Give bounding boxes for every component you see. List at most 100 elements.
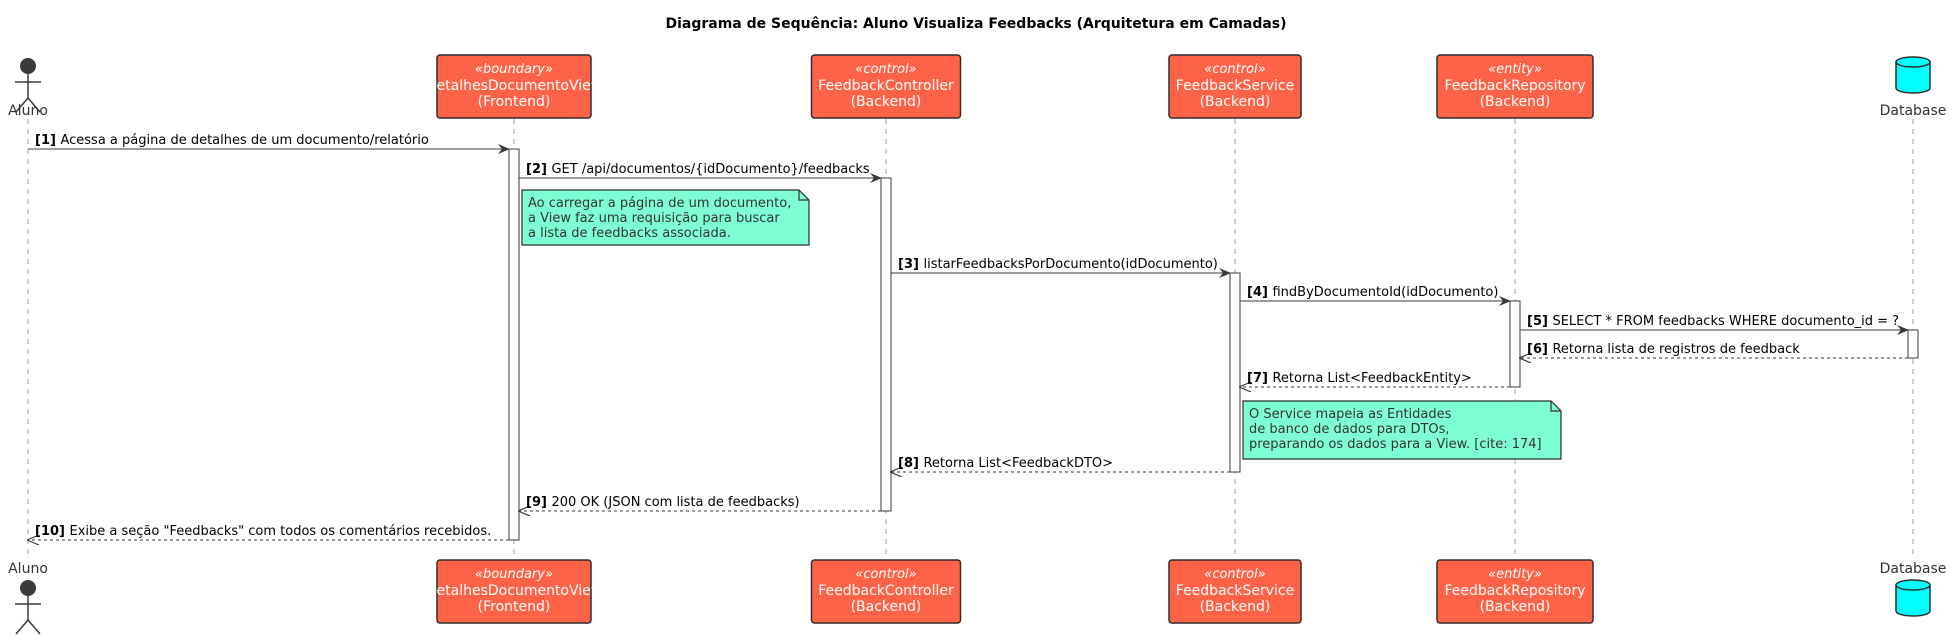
message-label: [9] 200 OK (JSON com lista de feedbacks) [526, 495, 800, 510]
activation-bar-database [1907, 329, 1919, 359]
participant-controller-top: «control»FeedbackController(Backend) [810, 54, 962, 119]
participant-box [810, 559, 962, 624]
participant-name: DetalhesDocumentoView [426, 583, 602, 599]
participant-stereotype: «control» [855, 62, 916, 77]
message-number: [6] [1527, 342, 1552, 357]
participant-box [1436, 54, 1594, 119]
message-number: [2] [526, 162, 551, 177]
note-line: a lista de feedbacks associada. [528, 226, 731, 241]
participant-stereotype: «control» [855, 567, 916, 582]
participant-box [1168, 559, 1302, 624]
note-line: de banco de dados para DTOs, [1249, 422, 1450, 437]
message-3: [3] listarFeedbacksPorDocumento(idDocume… [891, 257, 1231, 278]
participant-layer: (Frontend) [478, 599, 551, 615]
message-7: [7] Retorna List<FeedbackEntity> [1240, 371, 1510, 387]
participant-name: Database [1880, 561, 1947, 577]
message-number: [5] [1527, 314, 1552, 329]
database-cylinder-icon [1895, 56, 1931, 94]
participant-service-top: «control»FeedbackService(Backend) [1168, 54, 1302, 119]
participant-database-bottom: Database [1880, 561, 1947, 617]
message-8: [8] Retorna List<FeedbackDTO> [891, 456, 1230, 472]
message-6: [6] Retorna lista de registros de feedba… [1520, 342, 1908, 358]
participant-name: FeedbackController [818, 583, 954, 599]
message-number: [4] [1247, 285, 1272, 300]
participant-layer: (Backend) [1200, 94, 1271, 110]
note-line: preparando os dados para a View. [cite: … [1249, 437, 1542, 452]
participant-name: FeedbackRepository [1444, 78, 1585, 94]
message-number: [1] [35, 133, 60, 148]
message-number: [8] [898, 456, 923, 471]
participant-service-bottom: «control»FeedbackService(Backend) [1168, 559, 1302, 624]
participant-layer: (Backend) [1200, 599, 1271, 615]
message-label: [6] Retorna lista de registros de feedba… [1527, 342, 1800, 357]
participant-layer: (Backend) [1480, 94, 1551, 110]
participant-name: DetalhesDocumentoView [426, 78, 602, 94]
message-number: [10] [35, 524, 70, 539]
message-label: [2] GET /api/documentos/{idDocumento}/fe… [526, 162, 870, 177]
participant-repository-top: «entity»FeedbackRepository(Backend) [1436, 54, 1594, 119]
participant-stereotype: «control» [1204, 62, 1265, 77]
activation-bar-view [508, 148, 520, 541]
participant-name: FeedbackController [818, 78, 954, 94]
participant-box [436, 54, 592, 119]
message-2: [2] GET /api/documentos/{idDocumento}/fe… [519, 162, 882, 183]
participant-layer: (Backend) [1480, 599, 1551, 615]
participant-stereotype: «control» [1204, 567, 1265, 582]
message-9: [9] 200 OK (JSON com lista de feedbacks) [519, 495, 881, 511]
participant-layer: (Frontend) [478, 94, 551, 110]
participant-box [810, 54, 962, 119]
database-cylinder-icon [1895, 579, 1931, 617]
activation-bar-repository [1509, 300, 1521, 388]
diagram-title: Diagrama de Sequência: Aluno Visualiza F… [665, 16, 1286, 32]
participant-aluno-top: Aluno [8, 58, 48, 119]
message-label: [3] listarFeedbacksPorDocumento(idDocume… [898, 257, 1218, 272]
message-text: Acessa a página de detalhes de um docume… [60, 133, 428, 148]
participant-stereotype: «boundary» [475, 567, 553, 582]
stick-figure-icon [15, 58, 41, 113]
participant-name: FeedbackService [1176, 78, 1294, 94]
message-text: 200 OK (JSON com lista de feedbacks) [551, 495, 799, 510]
participant-aluno-bottom: Aluno [8, 561, 48, 635]
activation-bar-controller [880, 177, 892, 512]
message-text: Retorna List<FeedbackEntity> [1272, 371, 1471, 386]
note-line: a View faz uma requisição para buscar [528, 211, 780, 226]
message-1: [1] Acessa a página de detalhes de um do… [28, 133, 510, 154]
participant-name: Aluno [8, 103, 48, 119]
message-number: [9] [526, 495, 551, 510]
participant-box [436, 559, 592, 624]
message-number: [7] [1247, 371, 1272, 386]
message-text: listarFeedbacksPorDocumento(idDocumento) [923, 257, 1217, 272]
message-label: [10] Exibe a seção "Feedbacks" com todos… [35, 524, 491, 539]
message-text: Exibe a seção "Feedbacks" com todos os c… [70, 524, 492, 539]
message-text: Retorna lista de registros de feedback [1552, 342, 1800, 357]
message-text: SELECT * FROM feedbacks WHERE documento_… [1552, 314, 1899, 329]
message-10: [10] Exibe a seção "Feedbacks" com todos… [28, 524, 509, 540]
message-4: [4] findByDocumentoId(idDocumento) [1240, 285, 1511, 306]
message-label: [8] Retorna List<FeedbackDTO> [898, 456, 1113, 471]
participant-name: Database [1880, 103, 1947, 119]
participant-name: FeedbackService [1176, 583, 1294, 599]
participant-layer: (Backend) [851, 599, 922, 615]
message-text: GET /api/documentos/{idDocumento}/feedba… [551, 162, 869, 177]
stick-figure-icon [15, 580, 41, 635]
participant-layer: (Backend) [851, 94, 922, 110]
note-1: Ao carregar a página de um documento,a V… [521, 189, 810, 246]
participant-name: Aluno [8, 561, 48, 577]
participant-box [1168, 54, 1302, 119]
note-line: O Service mapeia as Entidades [1249, 407, 1452, 422]
message-label: [5] SELECT * FROM feedbacks WHERE docume… [1527, 314, 1899, 329]
participant-view-top: «boundary»DetalhesDocumentoView(Frontend… [426, 54, 602, 119]
note-line: Ao carregar a página de um documento, [528, 196, 791, 211]
participant-view-bottom: «boundary»DetalhesDocumentoView(Frontend… [426, 559, 602, 624]
participant-stereotype: «boundary» [475, 62, 553, 77]
message-label: [1] Acessa a página de detalhes de um do… [35, 133, 429, 148]
message-number: [3] [898, 257, 923, 272]
participant-repository-bottom: «entity»FeedbackRepository(Backend) [1436, 559, 1594, 624]
message-label: [4] findByDocumentoId(idDocumento) [1247, 285, 1498, 300]
participant-controller-bottom: «control»FeedbackController(Backend) [810, 559, 962, 624]
participant-name: FeedbackRepository [1444, 583, 1585, 599]
participant-stereotype: «entity» [1488, 567, 1542, 582]
participant-database-top: Database [1880, 56, 1947, 119]
